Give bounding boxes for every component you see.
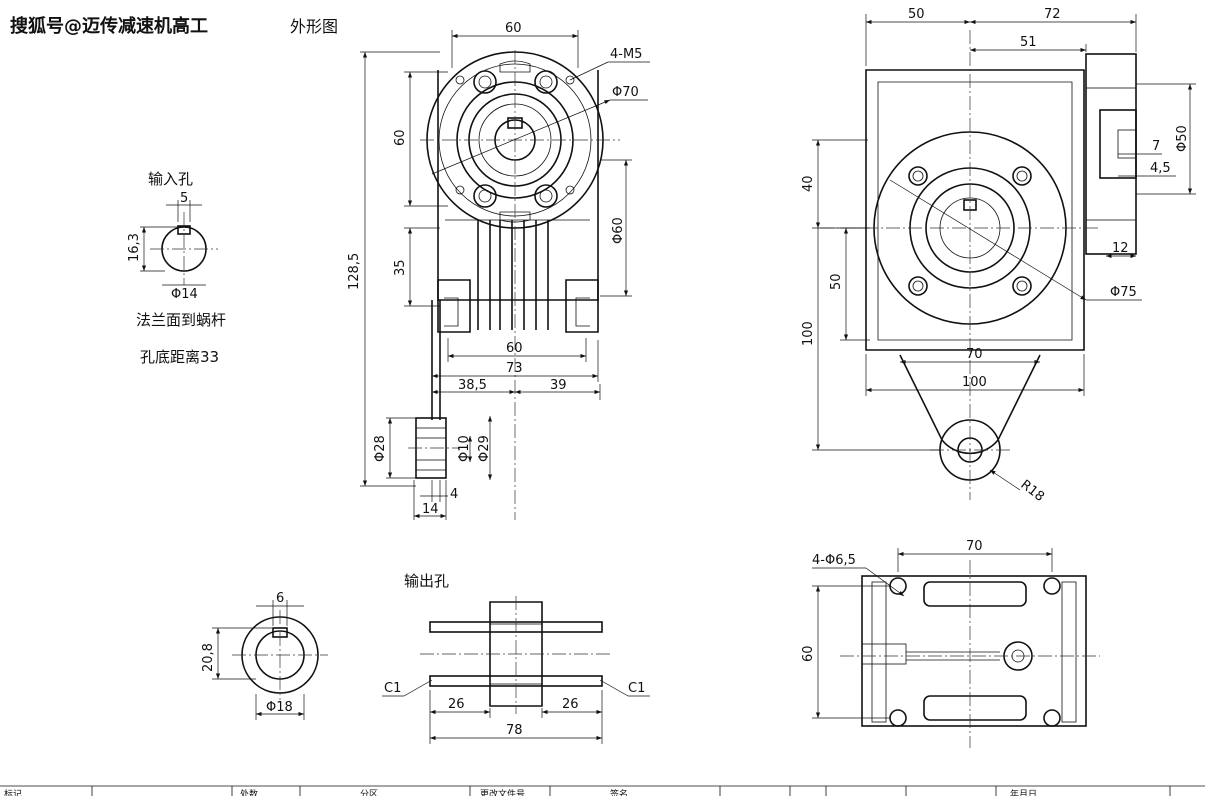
side-shaft-dia-cap: Φ29 bbox=[477, 435, 492, 462]
front-h50: 50 bbox=[829, 273, 844, 290]
output-chamfer-left: C1 bbox=[384, 681, 401, 696]
output-total: 78 bbox=[506, 723, 523, 738]
input-note-1: 法兰面到蜗杆 bbox=[136, 311, 226, 329]
side-upper-height: 60 bbox=[393, 129, 408, 146]
front-h100: 100 bbox=[801, 321, 816, 346]
title-block-label-2: 分区 bbox=[360, 789, 378, 796]
title-block: 标记 处数 分区 更改文件号 签名 年月日 bbox=[0, 785, 1205, 796]
title-block-label-0: 标记 bbox=[4, 788, 22, 796]
output-seg-left: 26 bbox=[448, 697, 465, 712]
side-base-width: 60 bbox=[506, 341, 523, 356]
drawing-title: 外形图 bbox=[290, 17, 338, 36]
top-width: 70 bbox=[966, 539, 983, 554]
top-height: 60 bbox=[801, 645, 816, 662]
input-key-width: 5 bbox=[180, 191, 188, 206]
side-top-width: 60 bbox=[505, 21, 522, 36]
title-block-label-5: 年月日 bbox=[1010, 788, 1037, 796]
flange-bolt-holes bbox=[455, 70, 575, 208]
side-body-dia: Φ60 bbox=[611, 217, 626, 244]
title-block-label-3: 更改文件号 bbox=[480, 788, 525, 796]
title-block-label-4: 签名 bbox=[610, 788, 628, 796]
front-d45: 4,5 bbox=[1150, 161, 1171, 176]
output-hole-label: 输出孔 bbox=[404, 572, 449, 590]
watermark: 搜狐号@迈传减速机高工 外形图 bbox=[10, 15, 338, 37]
output-key-width: 6 bbox=[276, 591, 284, 606]
watermark-source: 搜狐号@迈传减速机高工 bbox=[10, 15, 208, 37]
side-shaft-len: 14 bbox=[422, 502, 439, 517]
front-radius: R18 bbox=[1018, 477, 1047, 505]
output-height: 20,8 bbox=[201, 643, 216, 672]
side-bolt-label: 4-M5 bbox=[610, 47, 642, 62]
input-hole-detail: 输入孔 5 16,3 Φ14 法兰面到蜗杆 孔底距离33 bbox=[127, 170, 226, 366]
input-hole-label: 输入孔 bbox=[148, 170, 193, 188]
output-chamfer-right: C1 bbox=[628, 681, 645, 696]
output-hole-detail: 输出孔 6 20,8 Φ18 C1 C1 bbox=[201, 572, 650, 744]
input-note-2: 孔底距离33 bbox=[140, 348, 219, 366]
side-shaft-dia-outer: Φ28 bbox=[373, 435, 388, 462]
side-total-height: 128,5 bbox=[347, 253, 362, 290]
side-shaft-dia-inner: Φ10 bbox=[457, 435, 472, 462]
front-d7: 7 bbox=[1152, 139, 1160, 154]
top-view: 70 4-Φ6,5 60 bbox=[801, 539, 1100, 748]
front-view: 50 72 51 Φ50 7 4,5 12 40 50 100 Φ75 70 bbox=[801, 7, 1196, 505]
side-left-offset: 38,5 bbox=[458, 378, 487, 393]
input-height: 16,3 bbox=[127, 233, 142, 262]
front-w70: 70 bbox=[966, 347, 983, 362]
front-w100: 100 bbox=[962, 375, 987, 390]
output-seg-right: 26 bbox=[562, 697, 579, 712]
side-overall-width: 73 bbox=[506, 361, 523, 376]
side-view: 60 4-M5 Φ70 60 128,5 35 Φ60 60 73 bbox=[347, 21, 650, 520]
front-left-width: 50 bbox=[908, 7, 925, 22]
front-shaft-dia: Φ50 bbox=[1175, 125, 1190, 152]
output-diameter: Φ18 bbox=[266, 700, 293, 715]
title-block-label-1: 处数 bbox=[240, 788, 258, 796]
front-inner-width: 51 bbox=[1020, 35, 1037, 50]
side-mid-height: 35 bbox=[393, 259, 408, 276]
side-flange-dia: Φ70 bbox=[612, 85, 639, 100]
front-h40: 40 bbox=[801, 175, 816, 192]
input-diameter: Φ14 bbox=[171, 287, 198, 302]
front-right-width: 72 bbox=[1044, 7, 1061, 22]
side-right-offset: 39 bbox=[550, 378, 567, 393]
front-d75: Φ75 bbox=[1110, 285, 1137, 300]
cooling-fins bbox=[477, 220, 549, 330]
front-d12: 12 bbox=[1112, 241, 1129, 256]
top-holes: 4-Φ6,5 bbox=[812, 553, 856, 568]
side-cap-thk: 4 bbox=[450, 487, 458, 502]
